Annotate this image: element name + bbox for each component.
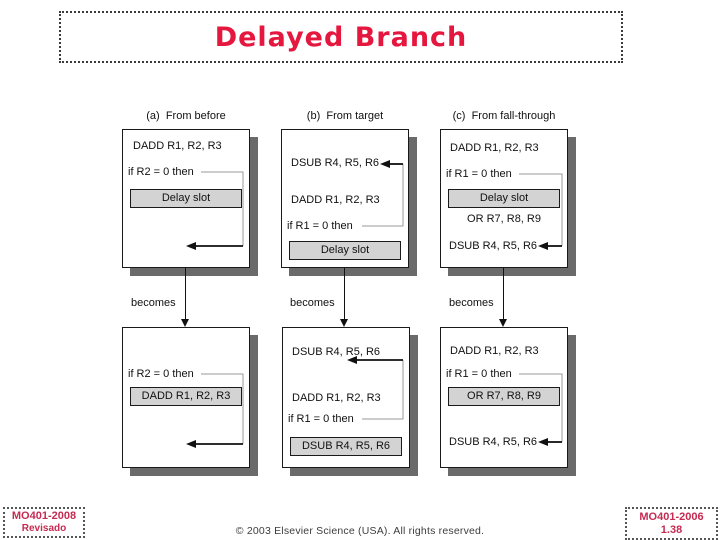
slide-title: Delayed Branch xyxy=(214,21,468,53)
instruction: DADD R1, R2, R3 xyxy=(450,345,539,357)
instruction: DADD R1, R2, R3 xyxy=(291,194,380,206)
panel-b-before-box: DSUB R4, R5, R6 DADD R1, R2, R3 if R1 = … xyxy=(281,129,409,268)
panel-a-after-box: if R2 = 0 then DADD R1, R2, R3 xyxy=(122,327,250,468)
scheduled-slot-box: DADD R1, R2, R3 xyxy=(130,387,242,406)
footer-left-box: MO401-2008 Revisado xyxy=(3,507,85,538)
becomes-connector-line xyxy=(503,268,504,320)
title-box: Delayed Branch xyxy=(59,11,623,63)
branch-arrow xyxy=(362,160,404,227)
down-arrowhead-icon xyxy=(499,319,507,327)
footer-right-box: MO401-2006 1.38 xyxy=(625,507,718,540)
branch-condition: if R2 = 0 then xyxy=(128,368,194,380)
becomes-connector-line xyxy=(344,268,345,320)
branch-arrow xyxy=(519,373,563,446)
course-code-label: MO401-2008 xyxy=(11,510,77,522)
panel-c-after-box: DADD R1, R2, R3 if R1 = 0 then OR R7, R8… xyxy=(440,327,568,468)
scheduled-slot-box: OR R7, R8, R9 xyxy=(448,387,560,406)
target-instruction: DSUB R4, R5, R6 xyxy=(292,346,381,358)
branch-condition: if R1 = 0 then xyxy=(446,168,512,180)
becomes-connector-line xyxy=(185,268,186,320)
scheduled-slot-box: DSUB R4, R5, R6 xyxy=(290,437,402,456)
panel-b-after-box: DSUB R4, R5, R6 DADD R1, R2, R3 if R1 = … xyxy=(282,327,410,468)
target-instruction: DSUB R4, R5, R6 xyxy=(291,157,380,169)
branch-arrow xyxy=(186,171,244,250)
panel-b-header: (b) From target xyxy=(306,110,384,122)
instruction: OR R7, R8, R9 xyxy=(467,213,541,225)
fall-through-instruction: DSUB R4, R5, R6 xyxy=(449,240,538,252)
becomes-label: becomes xyxy=(131,297,176,309)
panel-a-header: (a) From before xyxy=(146,110,226,122)
becomes-label: becomes xyxy=(290,297,335,309)
panel-c-before-box: DADD R1, R2, R3 if R1 = 0 then Delay slo… xyxy=(440,129,568,268)
branch-condition: if R1 = 0 then xyxy=(287,220,353,232)
delay-slot-box: Delay slot xyxy=(130,189,242,208)
down-arrowhead-icon xyxy=(340,319,348,327)
branch-condition: if R1 = 0 then xyxy=(288,413,354,425)
slide-number-label: 1.38 xyxy=(660,524,683,536)
copyright-notice: © 2003 Elsevier Science (USA). All right… xyxy=(235,525,485,537)
fall-through-instruction: DSUB R4, R5, R6 xyxy=(449,436,538,448)
down-arrowhead-icon xyxy=(181,319,189,327)
course-code-label: MO401-2006 xyxy=(639,511,704,523)
revision-label: Revisado xyxy=(21,523,67,534)
delay-slot-box: Delay slot xyxy=(448,189,560,208)
instruction: DADD R1, R2, R3 xyxy=(450,142,539,154)
branch-condition: if R1 = 0 then xyxy=(446,368,512,380)
branch-condition: if R2 = 0 then xyxy=(128,166,194,178)
panel-c-header: (c) From fall-through xyxy=(452,110,556,122)
branch-arrow xyxy=(186,373,244,448)
branch-arrow xyxy=(347,356,404,420)
instruction: DADD R1, R2, R3 xyxy=(292,392,381,404)
panel-a-before-box: DADD R1, R2, R3 if R2 = 0 then Delay slo… xyxy=(122,129,250,268)
delay-slot-box: Delay slot xyxy=(289,241,401,260)
instruction: DADD R1, R2, R3 xyxy=(133,140,222,152)
branch-arrow xyxy=(519,173,563,250)
becomes-label: becomes xyxy=(449,297,494,309)
